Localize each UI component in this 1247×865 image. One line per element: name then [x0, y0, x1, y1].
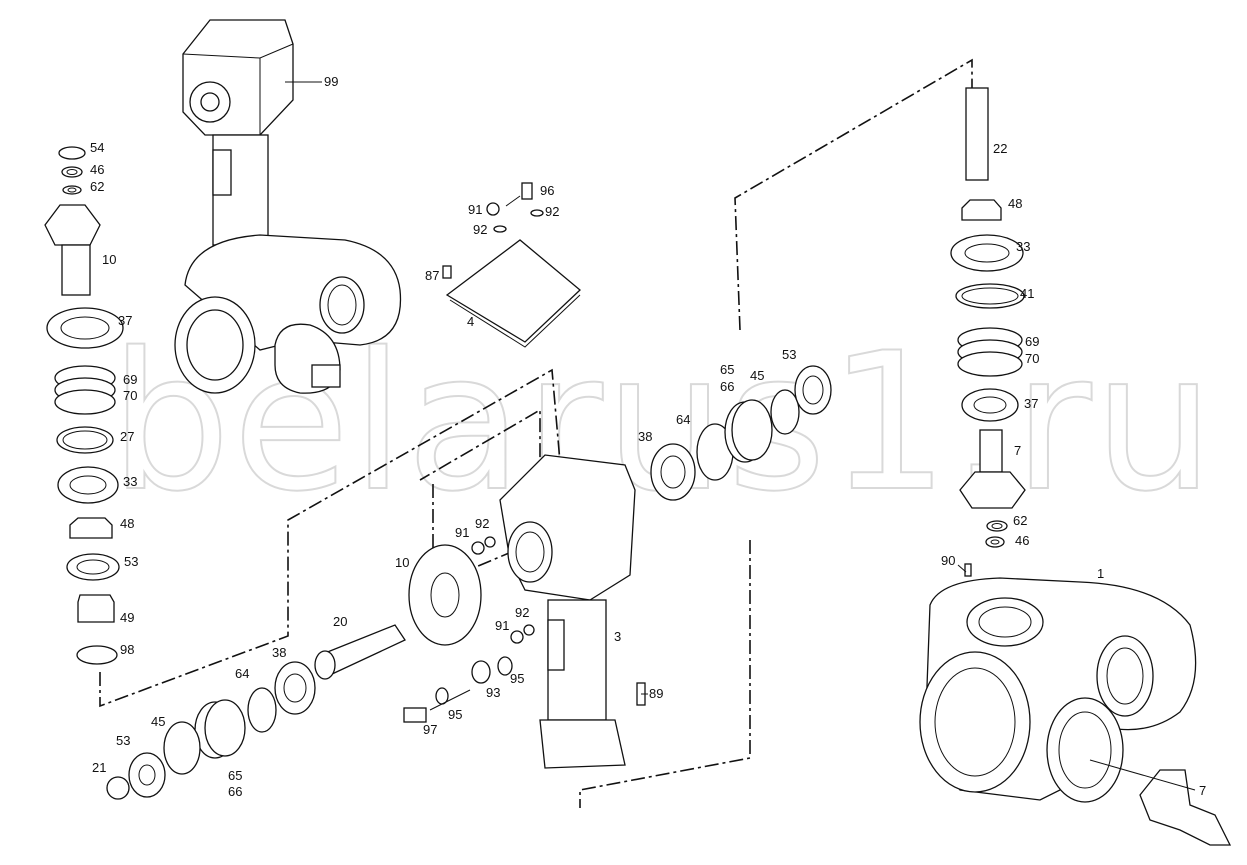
upper-gearbox-assembly: [174, 19, 402, 394]
label-3: 3: [614, 629, 621, 644]
upper-right-seal-stack: [650, 365, 832, 501]
label-21: 21: [92, 760, 106, 775]
label-90: 90: [941, 553, 955, 568]
label-91: 91: [455, 525, 469, 540]
label-64: 64: [235, 666, 249, 681]
label-53: 53: [124, 554, 138, 569]
label-92: 92: [473, 222, 487, 237]
label-92: 92: [475, 516, 489, 531]
label-46: 46: [1015, 533, 1029, 548]
label-22: 22: [993, 141, 1007, 156]
label-33: 33: [123, 474, 137, 489]
label-41: 41: [1020, 286, 1034, 301]
label-45: 45: [151, 714, 165, 729]
center-gear-housing: [499, 454, 636, 769]
label-4: 4: [467, 314, 474, 329]
left-column-parts: [44, 146, 124, 665]
label-93: 93: [486, 685, 500, 700]
label-95: 95: [448, 707, 462, 722]
label-92: 92: [545, 204, 559, 219]
label-92: 92: [515, 605, 529, 620]
label-54: 54: [90, 140, 104, 155]
label-46: 46: [90, 162, 104, 177]
label-53: 53: [116, 733, 130, 748]
right-column-parts: [950, 87, 1026, 577]
label-91: 91: [468, 202, 482, 217]
part-labels: 99 54 46 62 10 37 69 70 27 33 48 53 49 9…: [90, 74, 1206, 799]
label-65: 65: [228, 768, 242, 783]
main-housing: [919, 577, 1232, 846]
label-20: 20: [333, 614, 347, 629]
label-48: 48: [120, 516, 134, 531]
label-37: 37: [1024, 396, 1038, 411]
label-62: 62: [90, 179, 104, 194]
label-48: 48: [1008, 196, 1022, 211]
label-66: 66: [720, 379, 734, 394]
label-89: 89: [649, 686, 663, 701]
label-45: 45: [750, 368, 764, 383]
cover-plate-parts: [442, 182, 581, 348]
label-97: 97: [423, 722, 437, 737]
assembly-lines: [99, 58, 973, 808]
label-69: 69: [1025, 334, 1039, 349]
label-10: 10: [102, 252, 116, 267]
label-95: 95: [510, 671, 524, 686]
label-53: 53: [782, 347, 796, 362]
label-38: 38: [638, 429, 652, 444]
label-27: 27: [120, 429, 134, 444]
label-96: 96: [540, 183, 554, 198]
label-87: 87: [425, 268, 439, 283]
label-66: 66: [228, 784, 242, 799]
label-70: 70: [123, 388, 137, 403]
label-98: 98: [120, 642, 134, 657]
label-1: 1: [1097, 566, 1104, 581]
label-70: 70: [1025, 351, 1039, 366]
label-37: 37: [118, 313, 132, 328]
label-38: 38: [272, 645, 286, 660]
label-65: 65: [720, 362, 734, 377]
center-drive-parts: [106, 536, 646, 800]
label-7: 7: [1199, 783, 1206, 798]
label-49: 49: [120, 610, 134, 625]
label-62: 62: [1013, 513, 1027, 528]
label-64: 64: [676, 412, 690, 427]
label-91: 91: [495, 618, 509, 633]
label-99: 99: [324, 74, 338, 89]
label-69: 69: [123, 372, 137, 387]
label-7: 7: [1014, 443, 1021, 458]
leader-lines: [285, 81, 1196, 791]
label-10: 10: [395, 555, 409, 570]
label-33: 33: [1016, 239, 1030, 254]
